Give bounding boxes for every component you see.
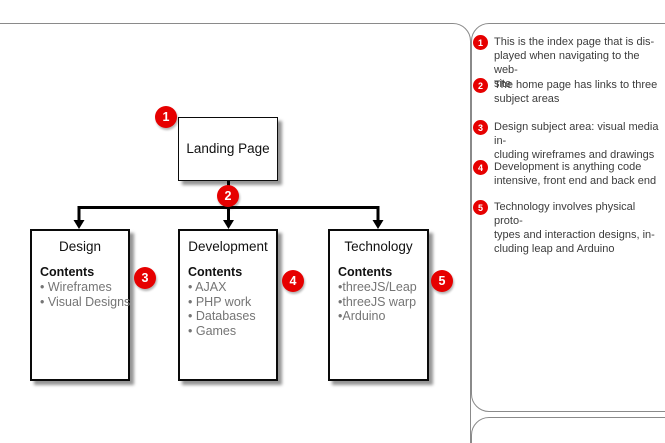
list-item: •threeJS/Leap — [338, 280, 417, 294]
notes-sidebar-panel-next — [471, 417, 665, 443]
note-3-text: Design subject area: visual media in- cl… — [494, 120, 663, 162]
marker-4-badge: 4 — [282, 270, 304, 292]
node-landing-page: Landing Page — [178, 117, 278, 181]
list-item: • AJAX — [188, 280, 227, 294]
marker-5-badge: 5 — [431, 270, 453, 292]
list-item: • PHP work — [188, 294, 252, 309]
node-development-title: Development — [188, 239, 268, 254]
node-design-contents: Contents • Wireframes • Visual Designs — [40, 265, 131, 309]
notes-sidebar-panel — [471, 23, 665, 412]
contents-label: Contents — [338, 265, 393, 279]
note-line: Design subject area: visual media in- — [494, 121, 659, 147]
note-line: intensive, front end and back end — [494, 175, 657, 187]
note-1-badge: 1 — [473, 35, 488, 50]
node-development-contents: Contents • AJAX • PHP work • Databases •… — [188, 265, 276, 338]
arrowhead-design — [73, 220, 85, 229]
marker-1-badge: 1 — [155, 106, 177, 128]
note-2: 2 The home page has links to three subje… — [473, 78, 663, 106]
node-technology-contents: Contents •threeJS/Leap •threeJS warp •Ar… — [338, 265, 427, 324]
note-4-badge: 4 — [473, 160, 488, 175]
arrowhead-development — [223, 220, 234, 229]
node-design: Design Contents • Wireframes • Visual De… — [30, 229, 130, 381]
node-development: Development Contents • AJAX • PHP work •… — [178, 229, 278, 381]
note-3-badge: 3 — [473, 120, 488, 135]
note-5-text: Technology involves physical proto- type… — [494, 200, 663, 256]
note-1-text: This is the index page that is dis- play… — [494, 35, 663, 91]
note-line: This is the index page that is dis- — [494, 36, 655, 48]
list-item: • Wireframes — [40, 280, 112, 294]
list-item: • Databases — [188, 309, 256, 323]
list-item: • Games — [188, 323, 237, 338]
note-line: cluding wireframes and drawings — [494, 149, 655, 161]
note-2-text: The home page has links to three subject… — [494, 78, 657, 106]
note-line: Technology involves physical proto- — [494, 201, 636, 227]
node-technology: Technology Contents •threeJS/Leap •three… — [328, 229, 429, 381]
arrowhead-technology — [372, 220, 384, 229]
note-1: 1 This is the index page that is dis- pl… — [473, 35, 663, 91]
note-3: 3 Design subject area: visual media in- … — [473, 120, 663, 162]
list-item: •Arduino — [338, 309, 386, 323]
note-4: 4 Development is anything code intensive… — [473, 160, 663, 188]
note-line: cluding leap and Arduino — [494, 243, 615, 255]
list-item: • Visual Designs — [40, 294, 131, 309]
note-5: 5 Technology involves physical proto- ty… — [473, 200, 663, 256]
contents-label: Contents — [188, 265, 243, 279]
node-technology-title: Technology — [344, 239, 413, 254]
note-line: types and interaction designs, in- — [494, 229, 655, 241]
note-line: The home page has links to three — [494, 79, 658, 91]
marker-2-badge: 2 — [217, 185, 239, 207]
list-item: •threeJS warp — [338, 294, 417, 309]
note-line: Development is anything code — [494, 161, 642, 173]
contents-label: Contents — [40, 265, 95, 279]
marker-3-badge: 3 — [134, 267, 156, 289]
note-2-badge: 2 — [473, 78, 488, 93]
note-line: played when navigating to the web- — [494, 50, 640, 76]
note-line: subject areas — [494, 93, 560, 105]
note-5-badge: 5 — [473, 200, 488, 215]
node-landing-page-title: Landing Page — [186, 141, 270, 156]
node-design-title: Design — [58, 239, 102, 254]
note-line: site — [494, 78, 512, 90]
note-4-text: Development is anything code intensive, … — [494, 160, 656, 188]
